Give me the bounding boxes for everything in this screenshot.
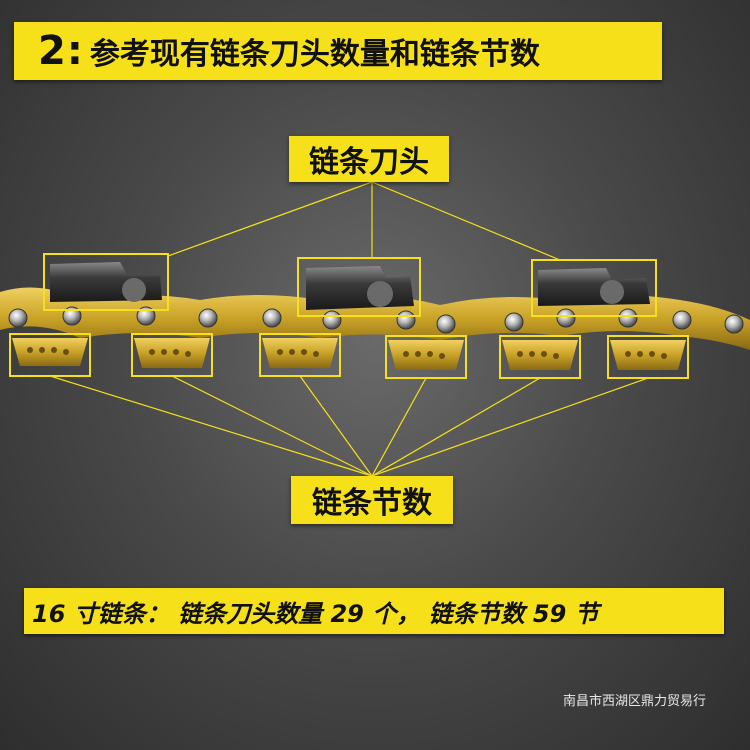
cutter-highlight-boxes — [43, 253, 657, 317]
cutters — [50, 262, 650, 310]
link-count-label: 链条节数 — [291, 476, 453, 524]
step-number: 2: — [38, 28, 84, 74]
chain-spec-text: 16 寸链条： 链条刀头数量 29 个， 链条节数 59 节 — [32, 599, 599, 628]
header-bar: 2: 参考现有链条刀头数量和链条节数 — [14, 22, 662, 80]
leader-lines — [49, 181, 649, 477]
cutter-label: 链条刀头 — [289, 136, 449, 182]
header-title: 参考现有链条刀头数量和链条节数 — [89, 37, 540, 72]
link-highlight-boxes — [9, 333, 689, 379]
shop-watermark: 南昌市西湖区鼎力贸易行 — [562, 694, 706, 709]
rivets — [8, 306, 744, 334]
drive-links — [12, 338, 686, 370]
info-bar: 16 寸链条： 链条刀头数量 29 个， 链条节数 59 节 — [24, 588, 724, 634]
drive-link-holes — [27, 347, 667, 359]
